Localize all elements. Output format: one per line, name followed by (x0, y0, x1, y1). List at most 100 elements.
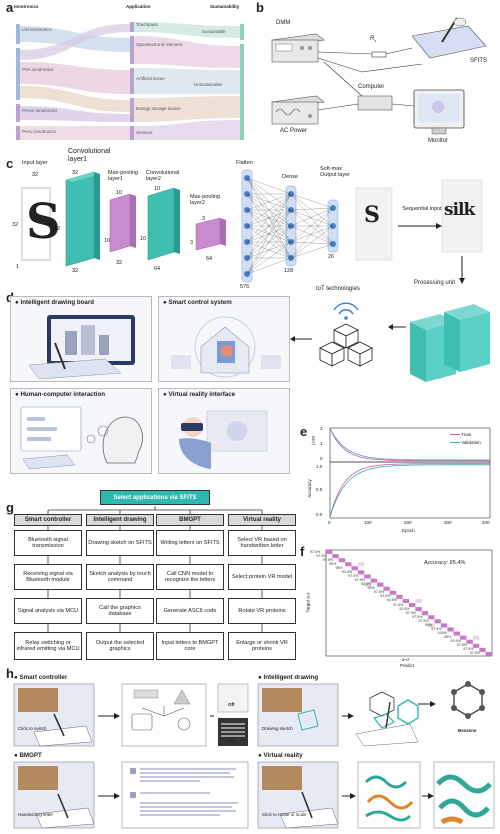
label-dense: Dense (282, 174, 298, 180)
confusion-cell (326, 550, 333, 555)
confusion-cell (415, 607, 422, 612)
acc-ylabel: Accuracy (306, 479, 312, 498)
sankey-node-sustainable: Sustainable (202, 29, 226, 34)
confusion-diag-label: 97.5% (456, 643, 468, 648)
epoch-tick-200: 200 (404, 520, 412, 525)
confusion-diag-label: 92.5% (361, 582, 372, 587)
bullet-icon: ● (14, 674, 20, 681)
label-monitor: Monitor (428, 138, 449, 144)
network-link (290, 225, 334, 245)
panel-label-c: c (6, 156, 14, 171)
card-vr: ● Virtual reality interface (158, 388, 290, 474)
label-rs-main: R (370, 36, 375, 42)
legend-val: Validation (450, 440, 481, 445)
label-pool2: Max-pooling layer2 (190, 194, 220, 207)
panel-label-e: e (300, 424, 308, 439)
pool2-dim-w: 3 (202, 216, 206, 222)
network-link (246, 225, 292, 275)
iot-cubes-icon (319, 302, 373, 367)
confusion-diag-label: 92.5% (386, 598, 397, 603)
sankey-col-ionotronics: Ionotronics (14, 4, 39, 9)
flow-step: Select VR based on handwritten letter (228, 530, 296, 556)
server-icon (410, 304, 490, 382)
demo-title-vr-text: Virtual reality (263, 752, 303, 759)
confusion-diag-label: 92.5% (341, 569, 353, 574)
network-link (290, 241, 334, 245)
sankey-node-energy: Energy storage device (136, 106, 181, 111)
panel-label-g: g (6, 500, 14, 515)
network-link (290, 207, 334, 211)
confusion-matrix: Accuracy: 95.4% Target a-z a~z Predict 9… (306, 548, 496, 670)
sankey-col-application: Application (126, 4, 151, 9)
confusion-cell (351, 566, 358, 571)
input-dim-w: 32 (32, 172, 39, 178)
flow-column-head: Intelligent drawing (86, 514, 154, 526)
label-sequential-input: Sequential input (402, 206, 442, 212)
confusion-diag-label: 97.5% (393, 602, 404, 607)
network-link (246, 193, 292, 259)
flow-column-head: Virtual reality (228, 514, 296, 526)
training-plot (329, 427, 491, 519)
sankey-flows (16, 22, 244, 140)
confusion-cell (364, 574, 371, 579)
confusion-cell (409, 603, 416, 608)
label-dmm: DMM (276, 20, 291, 26)
card-title-smart-text: Smart control system (168, 299, 232, 306)
pool1-dim-w: 10 (116, 190, 123, 196)
accuracy-axes (329, 461, 491, 519)
flowchart-connectors (47, 506, 263, 632)
sequence-letter: S (364, 202, 380, 228)
epoch-tick-400: 400 (482, 520, 490, 525)
label-conv1: Convolutional layer1 (68, 148, 111, 163)
panel-label-f: f (300, 544, 305, 559)
confusion-xlabel: Predict (400, 663, 415, 668)
confusion-cell (434, 619, 441, 624)
accuracy-label: Accuracy: 95.4% (424, 560, 466, 566)
smart-home-illustration (171, 316, 281, 378)
demo-smart-controller: ● Smart controller Click to switch Off O… (12, 674, 252, 750)
flow-step: Sketch analysis by touch command (86, 564, 154, 590)
demo-title-bmgpt-text: BMGPT (19, 752, 42, 759)
confusion-diag-label: 97.5% (322, 557, 333, 562)
cnn-diagram (21, 169, 483, 284)
confusion-diag-label: 95% (444, 635, 452, 640)
network-link (290, 243, 334, 259)
label-sfits: SFITS (470, 58, 488, 64)
confusion-diag-label: 97.5% (310, 549, 321, 554)
flow-step: Rotate VR proteins (228, 598, 296, 624)
sankey-node-optoelectronic: Optoelectronic element (136, 42, 183, 47)
confusion-diag-label: 92.5% (399, 606, 410, 611)
demo-title-vr: ● Virtual reality (258, 752, 303, 759)
demo-intelligent-drawing: ● Intelligent drawing Drawing sketch Ben… (256, 674, 496, 750)
label-benzene: Benzene (458, 728, 477, 733)
flow-step: Signal analysis via MCU (14, 598, 82, 624)
flow-column-head: BMGPT (156, 514, 224, 526)
network-link (246, 177, 292, 195)
flow-step: Call the graphics database (86, 598, 154, 624)
card-smart-control: ● Smart control system (158, 296, 290, 382)
sankey-node-pva: PVA ionotronics (22, 67, 54, 72)
card-title-vr-text: Virtual reality interface (168, 391, 236, 398)
confusion-diag-label: 97.5% (380, 594, 391, 599)
demo-caption-drawing: Drawing sketch (262, 726, 293, 731)
confusion-cell (479, 647, 486, 652)
bullet-icon: ● (15, 299, 21, 306)
bullet-icon: ● (258, 674, 264, 681)
drawing-demo-illustration (257, 681, 485, 747)
network-link (246, 193, 292, 211)
network-link (246, 193, 292, 243)
flow-step: Writing letters on SFITS (156, 530, 224, 556)
confusion-cell (345, 562, 352, 567)
confusion-cell (428, 623, 435, 628)
confusion-cell (453, 631, 461, 636)
card-title-smart: ● Smart control system (163, 299, 232, 306)
demo-title-bmgpt: ● BMGPT (14, 752, 42, 759)
sankey-diagram: Ionotronics Application Sustainability L… (14, 4, 246, 142)
bmgpt-demo-illustration (13, 761, 249, 829)
epoch-xlabel: Epoch (402, 528, 415, 533)
confusion-cell (377, 582, 384, 587)
input-letter: S (26, 194, 61, 250)
flow-step: Relay switching or infrared emitting via… (14, 632, 82, 660)
confusion-diag-label: 95% (367, 586, 375, 591)
demo-virtual-reality: ● Virtual reality Click to rotate or sca… (256, 752, 496, 832)
